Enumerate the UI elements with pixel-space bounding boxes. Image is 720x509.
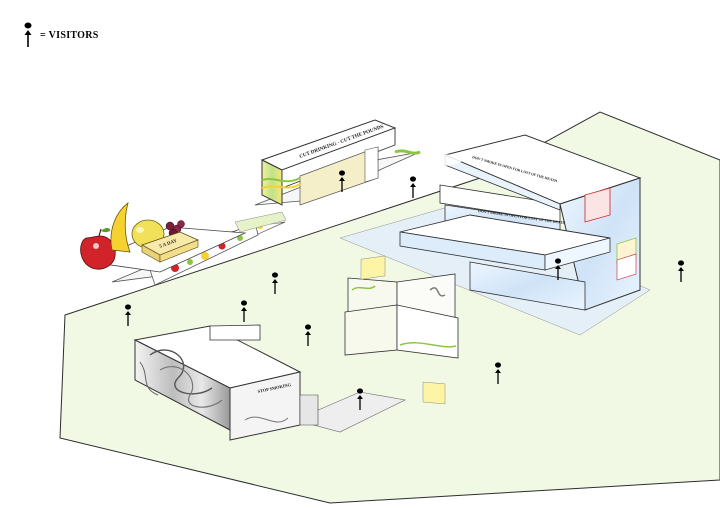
stop-smoking-stand: STOP SMOKING (133, 324, 406, 441)
info-panels (344, 255, 459, 405)
smoke-swirl-icon (139, 349, 289, 423)
fruit-apple-icon (80, 227, 116, 270)
visitor-figure-icon (24, 22, 32, 47)
cut-drinking-stand: CUT DRINKING - CUT THE POUNDS (254, 119, 421, 206)
info-kiosk: DON'T SMOKE IN OPEN FOR LOST OF THE HEAT… (399, 134, 642, 311)
fruit-banana-icon (110, 201, 131, 253)
sign-five-a-day: 5 A DAY (159, 239, 178, 250)
five-a-day-tray: 5 A DAY (141, 231, 200, 263)
legend: = VISITORS (22, 22, 99, 48)
walkway-strip (234, 211, 287, 233)
visitor-figure-icon (409, 175, 417, 199)
legend-label: = VISITORS (40, 29, 99, 41)
